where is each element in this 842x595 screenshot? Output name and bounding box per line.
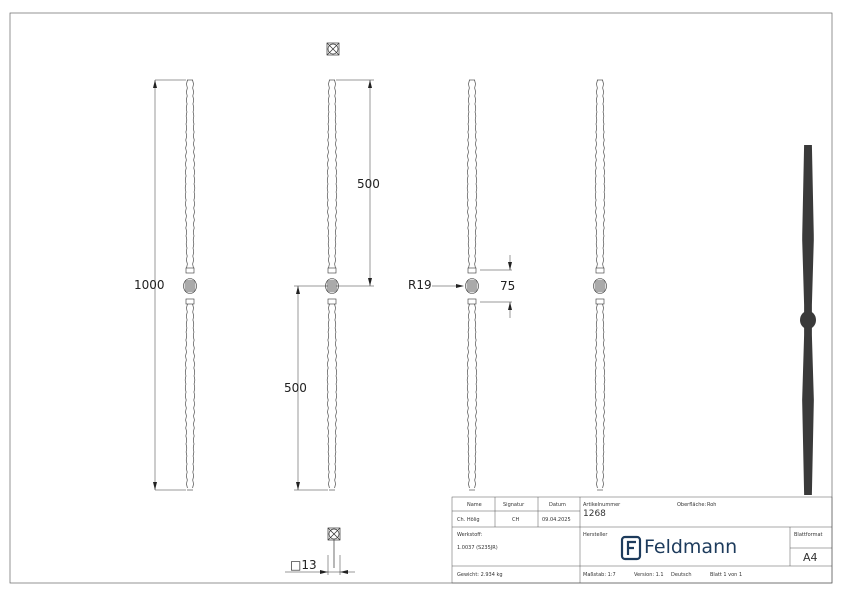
date-label: Datum — [549, 502, 566, 508]
dim-square-section: □13 — [290, 558, 317, 572]
feldmann-logo-icon — [620, 535, 642, 561]
name-label: Name — [467, 502, 482, 508]
baluster-view-2 — [325, 79, 339, 491]
format-label: Blattformat — [794, 532, 823, 538]
sheet-number: Blatt 1 von 1 — [710, 572, 743, 578]
weight: Gewicht: 2.934 kg — [457, 572, 503, 578]
signature-label: Signatur — [503, 502, 525, 508]
bottom-view-icon — [327, 527, 341, 568]
baluster-view-3 — [465, 79, 479, 491]
name-value: Ch. Hölig — [457, 517, 480, 523]
dim-upper-half: 500 — [357, 177, 380, 191]
feldmann-logo-text: Feldmann — [644, 536, 738, 558]
surface-value: Roh — [707, 502, 717, 508]
dimension-arrows — [153, 80, 512, 574]
dim-ball-radius: R19 — [408, 278, 432, 292]
signature-value: CH — [512, 517, 520, 523]
format-value: A4 — [803, 551, 818, 564]
date-value: 09.04.2025 — [542, 517, 571, 523]
article-label: Artikelnummer — [583, 502, 621, 508]
baluster-view-4 — [593, 79, 607, 491]
material-value: 1.0037 (S235JR) — [457, 545, 498, 551]
dim-total-height: 1000 — [134, 278, 165, 292]
language: Deutsch — [671, 572, 692, 578]
title-block-grid — [451, 496, 833, 584]
dimension-lines — [154, 79, 512, 575]
top-view-icon — [326, 42, 340, 56]
scale: Maßstab: 1:7 — [583, 572, 616, 578]
dim-collar-height: 75 — [500, 279, 516, 293]
baluster-view-1 — [183, 79, 197, 491]
baluster-render — [800, 145, 816, 495]
version: Version: 1.1 — [634, 572, 664, 578]
dim-lower-half: 500 — [284, 381, 307, 395]
manufacturer-label: Hersteller — [583, 532, 608, 538]
article-value: 1268 — [583, 509, 606, 519]
sheet-border — [9, 12, 833, 584]
surface-label: Oberfläche: — [677, 502, 707, 508]
material-label: Werkstoff: — [457, 532, 483, 538]
